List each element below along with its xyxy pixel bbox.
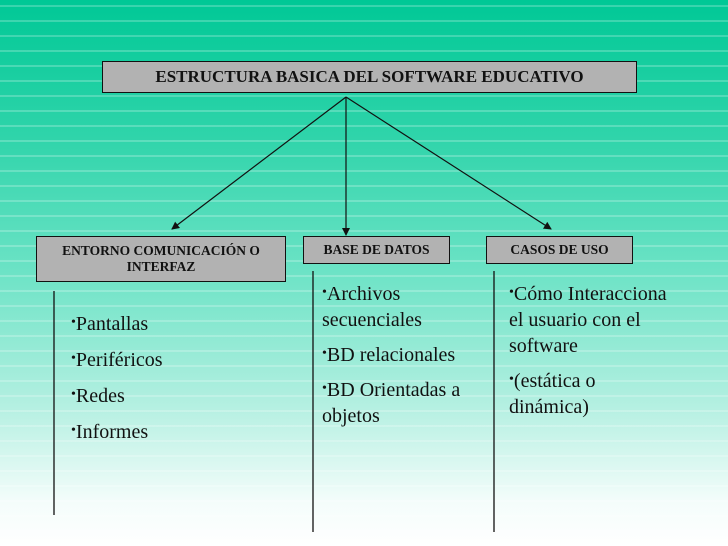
bullet-icon: •: [322, 346, 327, 361]
node-label: CASOS DE USO: [510, 242, 609, 258]
list-item: •Periféricos: [71, 349, 163, 371]
bullet-icon: •: [322, 285, 327, 300]
bullet-icon: •: [71, 315, 76, 330]
bullet-icon: •: [71, 351, 76, 366]
bullet-icon: •: [509, 285, 514, 300]
list-item: •Informes: [71, 421, 149, 443]
title-box: ESTRUCTURA BASICA DEL SOFTWARE EDUCATIVO: [102, 61, 637, 93]
list-item: •BD Orientadas a objetos: [322, 379, 461, 427]
list-item: •Archivos secuenciales: [322, 283, 422, 331]
list-item: •Pantallas: [71, 313, 149, 335]
arrow-to-entorno: [171, 96, 347, 230]
list-casos-de-uso: •Cómo Interacciona el usuario con el sof…: [509, 281, 669, 429]
bullet-icon: •: [71, 387, 76, 402]
node-entorno-comunicacion: ENTORNO COMUNICACIÓN O INTERFAZ: [36, 236, 286, 282]
bullet-icon: •: [509, 372, 514, 387]
list-base-de-datos: •Archivos secuenciales •BD relacionales …: [322, 281, 482, 438]
list-item: •Cómo Interacciona el usuario con el sof…: [509, 283, 667, 357]
node-base-de-datos: BASE DE DATOS: [303, 236, 450, 264]
bullet-icon: •: [322, 381, 327, 396]
list-entorno: •Pantallas •Periféricos •Redes •Informes: [71, 311, 271, 455]
list-item: •BD relacionales: [322, 344, 456, 366]
list-item: •(estática o dinámica): [509, 370, 596, 418]
bullet-icon: •: [71, 423, 76, 438]
list-item: •Redes: [71, 385, 125, 407]
node-casos-de-uso: CASOS DE USO: [486, 236, 633, 264]
node-label: BASE DE DATOS: [323, 242, 430, 258]
node-label: ENTORNO COMUNICACIÓN O INTERFAZ: [62, 243, 260, 274]
diagram-title: ESTRUCTURA BASICA DEL SOFTWARE EDUCATIVO: [155, 67, 584, 87]
arrow-to-casos-uso: [345, 96, 552, 230]
